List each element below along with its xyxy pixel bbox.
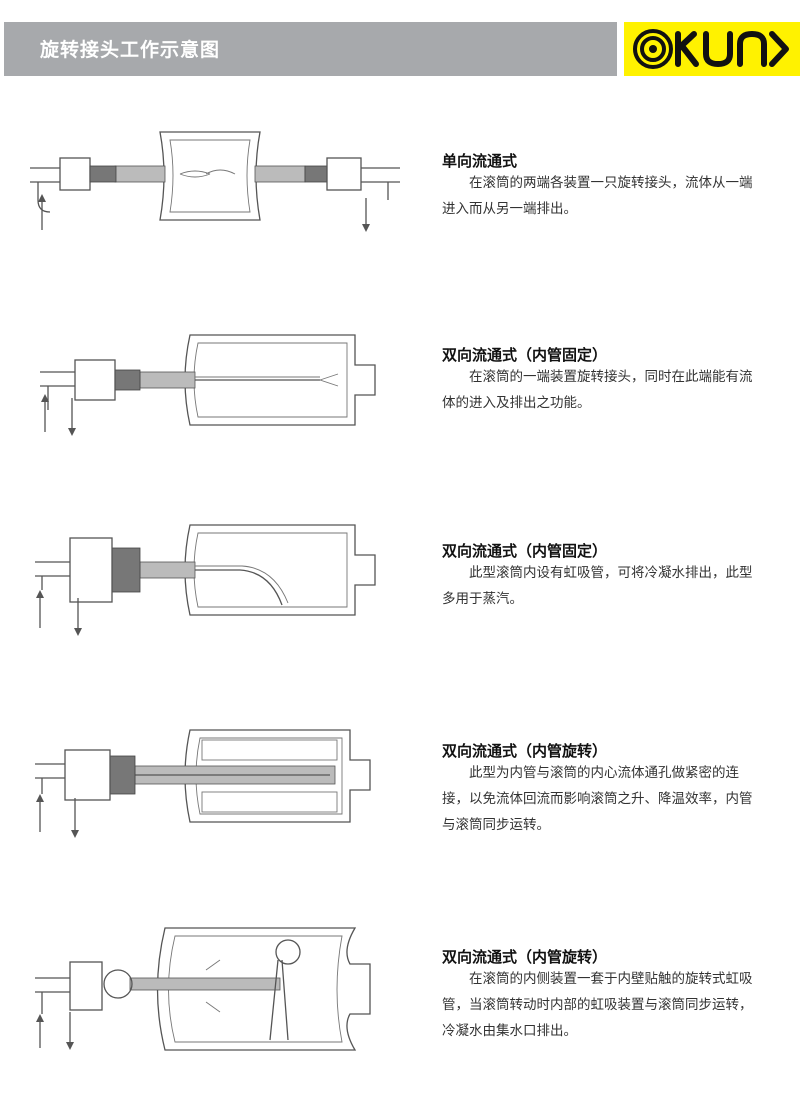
fixed-inner-pipe-diagram xyxy=(40,334,376,436)
rotating-siphon-diagram xyxy=(35,927,371,1051)
section-rotating-inner-1: 双向流通式（内管旋转） 此型为内管与滚筒的内心流体通孔做紧密的连接，以免流体回流… xyxy=(0,710,800,910)
section-desc: 在滚筒的一端装置旋转接头，同时在此端能有流体的进入及排出之功能。 xyxy=(442,369,753,411)
section-title: 双向流通式（内管固定） xyxy=(442,346,608,364)
section-fixed-inner-1: 双向流通式（内管固定） 在滚筒的一端装置旋转接头，同时在此端能有流体的进入及排出… xyxy=(0,320,800,520)
section-desc: 此型滚筒内设有虹吸管，可将冷凝水排出，此型多用于蒸汽。 xyxy=(442,565,753,607)
section-desc: 此型为内管与滚筒的内心流体通孔做紧密的连接，以免流体回流而影响滚筒之升、降温效率… xyxy=(442,765,753,833)
section-desc: 在滚筒的两端各装置一只旋转接头，流体从一端进入而从另一端排出。 xyxy=(442,175,753,217)
section-desc: 在滚筒的内侧装置一套于内壁贴触的旋转式虹吸管，当滚筒转动时内部的虹吸装置与滚筒同… xyxy=(442,971,753,1039)
section-rotating-inner-2: 双向流通式（内管旋转） 在滚筒的内侧装置一套于内壁贴触的旋转式虹吸管，当滚筒转动… xyxy=(0,920,800,1120)
section-title: 单向流通式 xyxy=(442,152,518,170)
section-title: 双向流通式（内管固定） xyxy=(442,542,608,560)
section-title: 双向流通式（内管旋转） xyxy=(442,742,608,760)
section-title: 双向流通式（内管旋转） xyxy=(442,948,608,966)
page-title: 旋转接头工作示意图 xyxy=(40,39,221,61)
logo xyxy=(624,22,800,76)
section-single-flow: 单向流通式 在滚筒的两端各装置一只旋转接头，流体从一端进入而从另一端排出。 xyxy=(0,120,800,320)
section-fixed-inner-2: 双向流通式（内管固定） 此型滚筒内设有虹吸管，可将冷凝水排出，此型多用于蒸汽。 xyxy=(0,510,800,710)
single-flow-diagram xyxy=(30,131,400,232)
rotating-inner-pipe-diagram xyxy=(35,729,371,838)
siphon-pipe-diagram xyxy=(35,524,376,636)
header-bar xyxy=(4,22,617,76)
kun-logo-icon xyxy=(633,29,789,69)
